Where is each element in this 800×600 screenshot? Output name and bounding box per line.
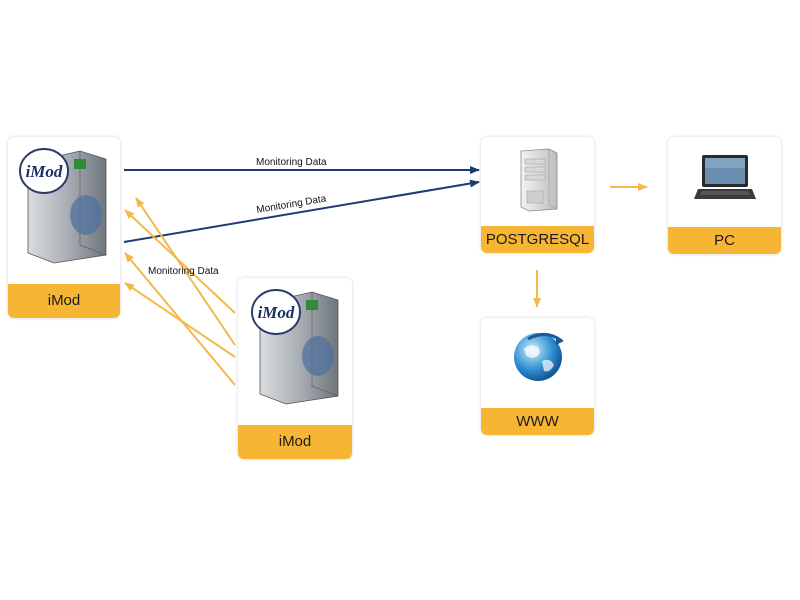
edge-imod-top-to-postgresql-2 [123, 179, 480, 243]
edge-imod-bottom-to-top-1 [124, 209, 236, 314]
edge-imod-bottom-to-top-4 [124, 252, 236, 386]
svg-text:iMod: iMod [258, 303, 295, 322]
imod-device-icon: iMod [251, 289, 339, 405]
laptop-icon [694, 155, 756, 199]
node-www-label: WWW [481, 408, 594, 435]
svg-text:iMod: iMod [26, 162, 63, 181]
node-imod-bottom[interactable]: iMod iMod [238, 278, 352, 459]
server-icon [520, 148, 558, 212]
edge-label-monitoring-data-3: Monitoring Data [148, 266, 219, 277]
node-www[interactable]: WWW [481, 318, 594, 435]
node-pc-label: PC [668, 227, 781, 254]
node-pc[interactable]: PC [668, 137, 781, 254]
node-imod-bottom-label: iMod [238, 425, 352, 459]
node-imod-top-label: iMod [8, 284, 120, 318]
edge-label-monitoring-data-1: Monitoring Data [256, 157, 327, 168]
edge-label-monitoring-data-2: Monitoring Data [256, 193, 328, 216]
node-imod-top[interactable]: iMod iMod [8, 137, 120, 318]
node-postgresql-label: POSTGRESQL [481, 226, 594, 253]
globe-icon [514, 333, 564, 381]
imod-device-icon: iMod [19, 148, 107, 264]
node-postgresql[interactable]: POSTGRESQL [481, 137, 594, 253]
edge-imod-bottom-to-top-2 [135, 197, 236, 346]
